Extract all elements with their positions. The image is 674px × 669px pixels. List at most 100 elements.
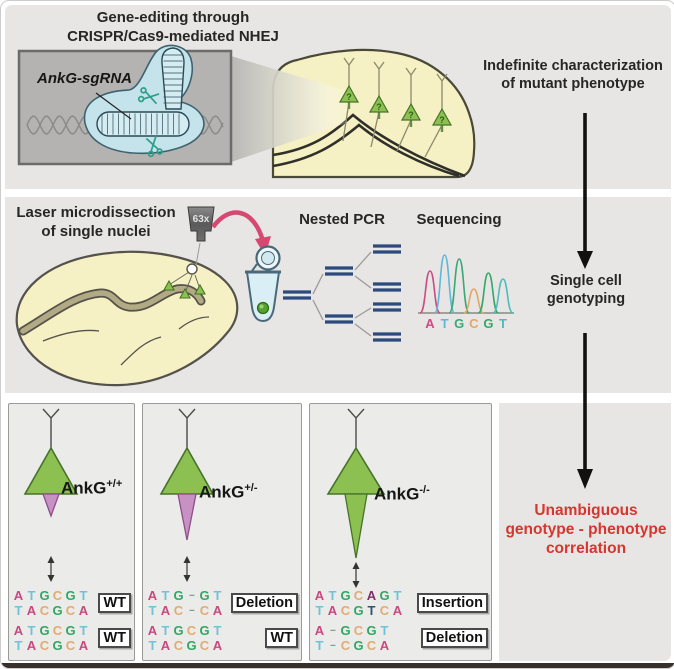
dissected-nucleus bbox=[186, 263, 198, 275]
sequence-base: C bbox=[52, 623, 63, 638]
down-arrow bbox=[577, 333, 593, 489]
sequence-base: A bbox=[78, 638, 89, 653]
sequence-base: T bbox=[393, 588, 402, 603]
sequence-base: T bbox=[161, 588, 170, 603]
sequence-base: G bbox=[366, 623, 377, 638]
sequence-base: C bbox=[199, 603, 210, 618]
neuron-illustration bbox=[23, 408, 79, 582]
sequence-base: G bbox=[199, 623, 210, 638]
sequence-base: T bbox=[380, 623, 389, 638]
sequence-base: -- bbox=[189, 590, 195, 601]
sequence-base: A bbox=[147, 623, 158, 638]
sequence-base: A bbox=[26, 603, 37, 618]
question-mark: ? bbox=[346, 92, 352, 102]
down-arrow bbox=[577, 113, 593, 269]
figure-title: Gene-editing through CRISPR/Cas9-mediate… bbox=[25, 8, 321, 46]
sequence-base: C bbox=[353, 623, 364, 638]
sequence-base: -- bbox=[330, 625, 336, 636]
sequence-base: C bbox=[52, 588, 63, 603]
objective-label: 63x bbox=[193, 214, 210, 225]
chromatogram-base-label: A bbox=[425, 316, 435, 331]
axon-initial-segment bbox=[344, 493, 368, 559]
sequence-base: T bbox=[367, 603, 376, 618]
neuron-icon bbox=[338, 84, 360, 103]
laser-microdissection-caption: Laser microdissection of single nuclei bbox=[16, 204, 176, 240]
top-band-art: ???? bbox=[17, 44, 476, 179]
sequence-base: C bbox=[39, 603, 50, 618]
chromatogram-base-label: T bbox=[441, 316, 449, 331]
sequence-base: A bbox=[212, 603, 223, 618]
sequence-base: G bbox=[340, 588, 351, 603]
sequence-base: G bbox=[39, 623, 50, 638]
genotype-label: AnkG+/- bbox=[199, 482, 258, 502]
sequence-base: G bbox=[65, 588, 76, 603]
single-cell-genotyping-caption: Single cell genotyping bbox=[546, 273, 626, 307]
sequence-base: A bbox=[78, 603, 89, 618]
sequence-base: G bbox=[65, 623, 76, 638]
sequence-base: T bbox=[27, 588, 36, 603]
sequence-call-label: Deletion bbox=[420, 628, 488, 648]
sequence-base: G bbox=[52, 638, 63, 653]
sequence-base: T bbox=[161, 623, 170, 638]
chromatogram-peak bbox=[492, 278, 514, 314]
sequence-base: T bbox=[148, 638, 157, 653]
sequence-base: G bbox=[199, 588, 210, 603]
sequence-base: G bbox=[353, 603, 364, 618]
sequence-call-label: WT bbox=[265, 628, 298, 648]
sequence-call-label: WT bbox=[98, 628, 131, 648]
genotype-label: AnkG+/+ bbox=[61, 478, 123, 498]
sequence-base: C bbox=[340, 638, 351, 653]
sequence-base: T bbox=[213, 623, 222, 638]
chromatogram-base-label: C bbox=[469, 316, 479, 331]
brain-section bbox=[15, 250, 239, 387]
crispr-box bbox=[17, 44, 233, 166]
sequence-base: T bbox=[328, 588, 337, 603]
sgrna-dna-duplex bbox=[96, 111, 190, 137]
sequence-base: C bbox=[366, 638, 377, 653]
objective-63x: 63x bbox=[187, 206, 215, 266]
chromatogram-base-label: T bbox=[499, 316, 507, 331]
sequence-base: C bbox=[186, 623, 197, 638]
sequence-base: -- bbox=[189, 605, 195, 616]
title-line1: Gene-editing through bbox=[96, 9, 250, 26]
sequence-base: T bbox=[315, 603, 324, 618]
sequencing-label: Sequencing bbox=[416, 211, 502, 228]
sequence-base: G bbox=[52, 603, 63, 618]
zoom-beam bbox=[231, 56, 347, 162]
neuron-icon bbox=[400, 102, 422, 121]
sequence-base: G bbox=[353, 638, 364, 653]
transfer-arrow bbox=[211, 210, 271, 256]
labeled-neurons bbox=[163, 279, 206, 299]
sequence-base: A bbox=[366, 588, 377, 603]
sequence-base: G bbox=[39, 588, 50, 603]
sequence-base: C bbox=[39, 638, 50, 653]
chromatogram-peak bbox=[419, 270, 441, 314]
cortex-neurons: ???? bbox=[338, 57, 453, 158]
sequence-base: T bbox=[213, 588, 222, 603]
sequence-base: A bbox=[147, 588, 158, 603]
sequence-base: T bbox=[79, 623, 88, 638]
sequence-call-label: Insertion bbox=[416, 593, 488, 613]
sequence-base: A bbox=[379, 638, 390, 653]
sequence-base: A bbox=[212, 638, 223, 653]
sequence-base: T bbox=[79, 588, 88, 603]
sequence-base: A bbox=[314, 588, 325, 603]
sequence-base: T bbox=[27, 623, 36, 638]
sequence-base: T bbox=[14, 603, 23, 618]
sequence-base: T bbox=[148, 603, 157, 618]
neuron-illustration bbox=[159, 408, 215, 582]
